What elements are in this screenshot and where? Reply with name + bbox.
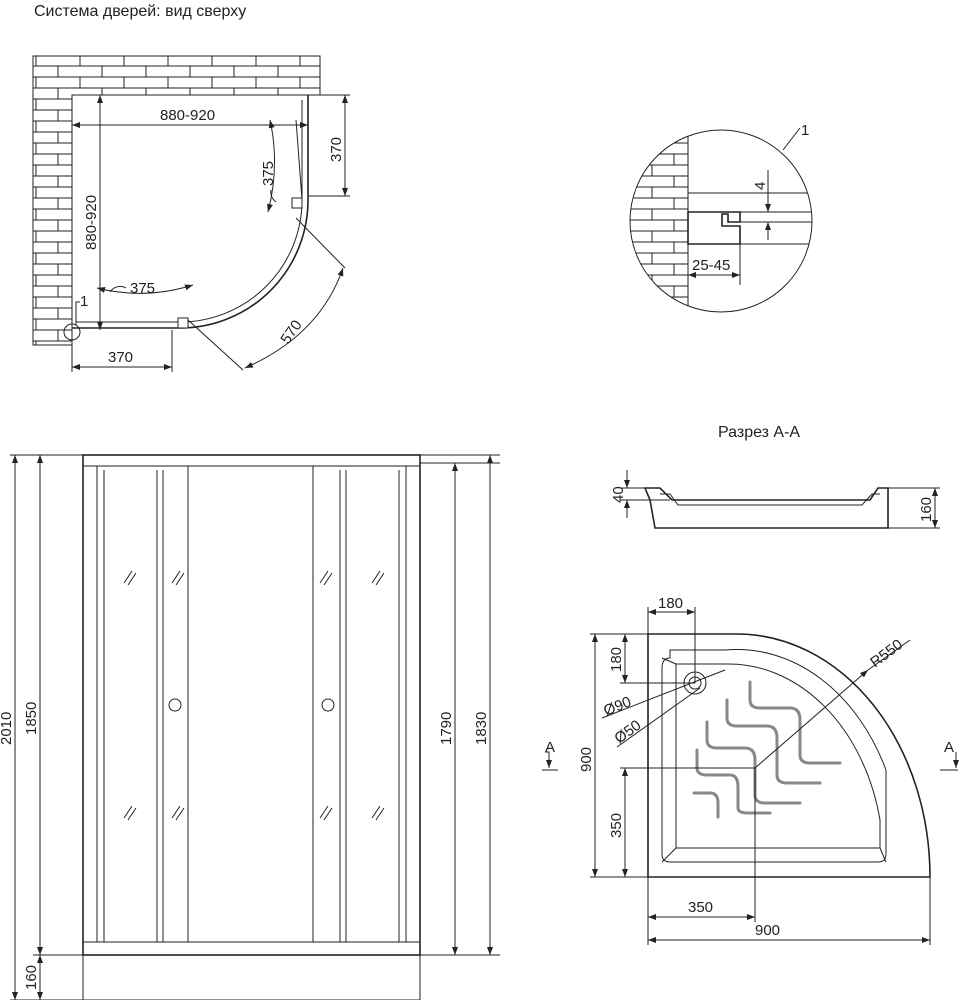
dim-arc: 570: [277, 317, 305, 347]
top-view-title: Система дверей: вид сверху: [34, 3, 246, 20]
dim-door-height: 1790: [438, 712, 455, 745]
dim-width: 900: [755, 922, 780, 939]
dim-door-right: 375: [260, 161, 277, 186]
dim-fixed-bottom: 370: [108, 349, 133, 366]
dim-frame-height: 1830: [473, 712, 490, 745]
tray-outline: [647, 633, 931, 878]
dim-drain-inner: Ø50: [611, 717, 644, 747]
dim-drain-outer: Ø90: [601, 693, 634, 719]
detail-ref-label: 1: [80, 293, 88, 310]
section-mark-left: A: [545, 739, 555, 756]
detail-circle: [629, 129, 813, 313]
dim-drain-y: 180: [608, 647, 625, 672]
detail-ref: 1: [801, 122, 809, 139]
section-title: Разрез А-А: [718, 424, 800, 441]
tray-section: [643, 487, 889, 529]
dim-depth: 880-920: [83, 195, 100, 250]
dim-section-height: 160: [918, 497, 935, 522]
dim-section-depth: 40: [610, 486, 627, 503]
dim-enclosure-height: 1850: [23, 702, 40, 735]
dim-adjust: 25-45: [692, 257, 730, 274]
front-view: 2010 1850 160 1790 1830: [0, 454, 500, 1000]
dim-center-x: 350: [688, 899, 713, 916]
section-mark-right: A: [944, 739, 954, 756]
door-handle-right[interactable]: [321, 698, 335, 712]
dim-radius: R550: [867, 636, 906, 671]
dim-drain-x: 180: [658, 595, 683, 612]
enclosure-front: [82, 454, 421, 956]
glass-hatch: [123, 570, 385, 821]
roller-right: [291, 197, 303, 209]
dim-center-y: 350: [608, 813, 625, 838]
detail-view: 1 4 25-45: [629, 122, 813, 313]
brick-wall: [32, 55, 321, 346]
wall-profile: [687, 211, 741, 245]
dim-door-bottom: 375: [130, 280, 155, 297]
dim-gap: 4: [752, 182, 769, 190]
section-view: Разрез А-А 40 160: [610, 424, 940, 529]
dim-total-height: 2010: [0, 712, 15, 745]
antislip-pattern: [692, 680, 842, 819]
tray-base: [82, 954, 421, 1000]
dim-side-length: 900: [578, 747, 595, 772]
dim-width: 880-920: [160, 107, 215, 124]
door-handle-left[interactable]: [168, 698, 182, 712]
enclosure-outline: [72, 95, 309, 329]
top-view: Система дверей: вид сверху 880-920 880-9…: [32, 3, 350, 372]
roller-bottom: [177, 317, 189, 329]
tray-top-view: 180 180 900 350 350 900 R550 Ø90 Ø50 A A: [542, 595, 958, 945]
dim-fixed-right: 370: [328, 137, 345, 162]
dim-base-height: 160: [23, 965, 40, 990]
